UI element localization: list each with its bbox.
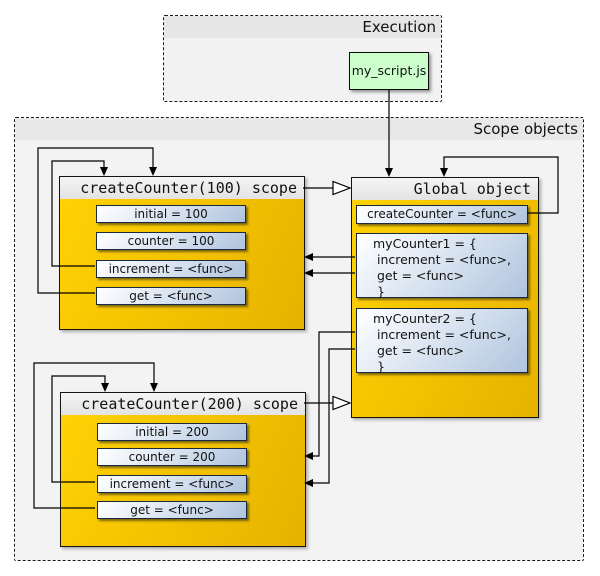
global-row-mycounter1: myCounter1 = { increment = <func>, get =… xyxy=(356,233,528,299)
scope200-row-increment: increment = <func> xyxy=(97,475,247,493)
scope-objects-panel-title: Scope objects xyxy=(15,118,583,140)
scope200-row-initial: initial = 200 xyxy=(97,423,247,441)
scope200-row-counter: counter = 200 xyxy=(97,448,247,466)
global-row-createcounter: createCounter = <func> xyxy=(356,205,528,224)
mycounter2-line-close: } xyxy=(373,359,385,374)
my-script-box: my_script.js xyxy=(349,52,429,90)
scope100-row-counter: counter = 100 xyxy=(96,232,246,250)
mycounter2-line-get: get = <func> xyxy=(373,343,464,358)
scope100-title: createCounter(100) scope xyxy=(60,177,304,199)
mycounter1-line-increment: increment = <func>, xyxy=(373,252,511,267)
mycounter1-line-open: myCounter1 = { xyxy=(373,236,477,251)
mycounter1-line-close: } xyxy=(373,284,385,299)
scope200-title: createCounter(200) scope xyxy=(61,393,305,415)
scope100-box: createCounter(100) scope initial = 100 c… xyxy=(59,176,305,330)
scope100-title-label: createCounter(100) scope xyxy=(80,179,297,197)
scope-objects-title-label: Scope objects xyxy=(473,120,578,138)
global-row-mycounter2: myCounter2 = { increment = <func>, get =… xyxy=(356,308,528,374)
mycounter2-line-increment: increment = <func>, xyxy=(373,327,511,342)
my-script-label: my_script.js xyxy=(351,63,427,78)
scope100-row-initial: initial = 100 xyxy=(96,205,246,223)
scope100-row-get: get = <func> xyxy=(96,287,246,305)
mycounter1-line-get: get = <func> xyxy=(373,268,464,283)
global-object-title-label: Global object xyxy=(413,180,531,198)
scope100-row-increment: increment = <func> xyxy=(96,260,246,278)
scope200-box: createCounter(200) scope initial = 200 c… xyxy=(60,392,306,547)
execution-title-label: Execution xyxy=(362,18,436,36)
execution-panel-title: Execution xyxy=(164,16,441,38)
execution-panel: Execution my_script.js xyxy=(163,15,442,102)
global-object-box: Global object createCounter = <func> myC… xyxy=(351,177,539,418)
mycounter2-line-open: myCounter2 = { xyxy=(373,311,477,326)
global-object-title: Global object xyxy=(352,178,538,200)
scope200-row-get: get = <func> xyxy=(97,501,247,519)
scope200-title-label: createCounter(200) scope xyxy=(81,395,298,413)
